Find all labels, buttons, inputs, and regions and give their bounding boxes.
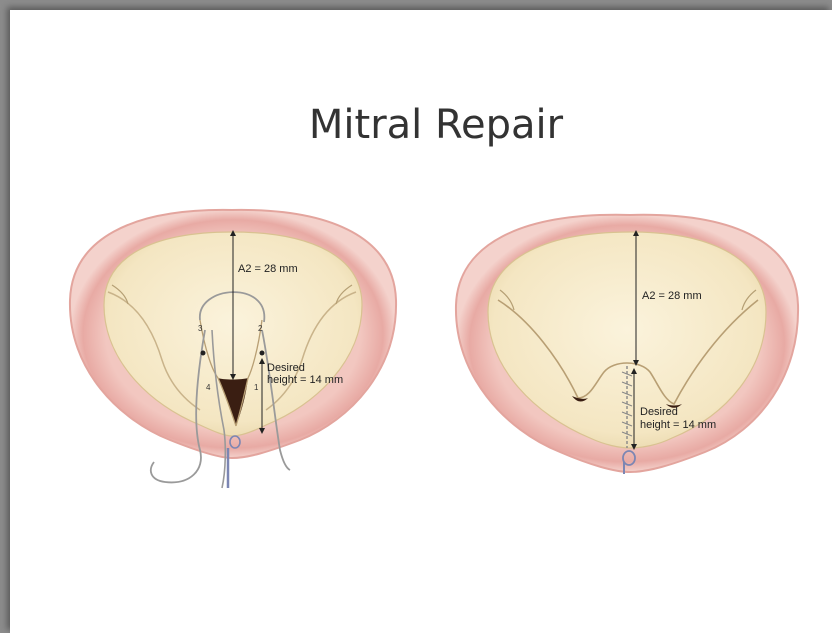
suture-number-2: 2: [258, 324, 263, 333]
right-desired-label-line1: Desired: [640, 406, 678, 418]
left-a2-label: A2 = 28 mm: [238, 263, 298, 275]
suture-number-3: 3: [198, 324, 203, 333]
right-desired-label-line2: height = 14 mm: [640, 419, 716, 431]
left-suture-point: [260, 351, 265, 356]
right-a2-label: A2 = 28 mm: [642, 290, 702, 302]
left-desired-label-line1: Desired: [267, 362, 305, 374]
suture-number-1: 1: [254, 383, 259, 392]
left-suture-point: [201, 351, 206, 356]
left-valve-figure: 3 2 4 1 A2 = 28 mm Desired height = 14 m…: [70, 210, 396, 488]
right-valve-figure: A2 = 28 mm Desired height = 14 mm: [456, 215, 798, 474]
left-desired-label-line2: height = 14 mm: [267, 374, 343, 386]
suture-number-4: 4: [206, 383, 211, 392]
